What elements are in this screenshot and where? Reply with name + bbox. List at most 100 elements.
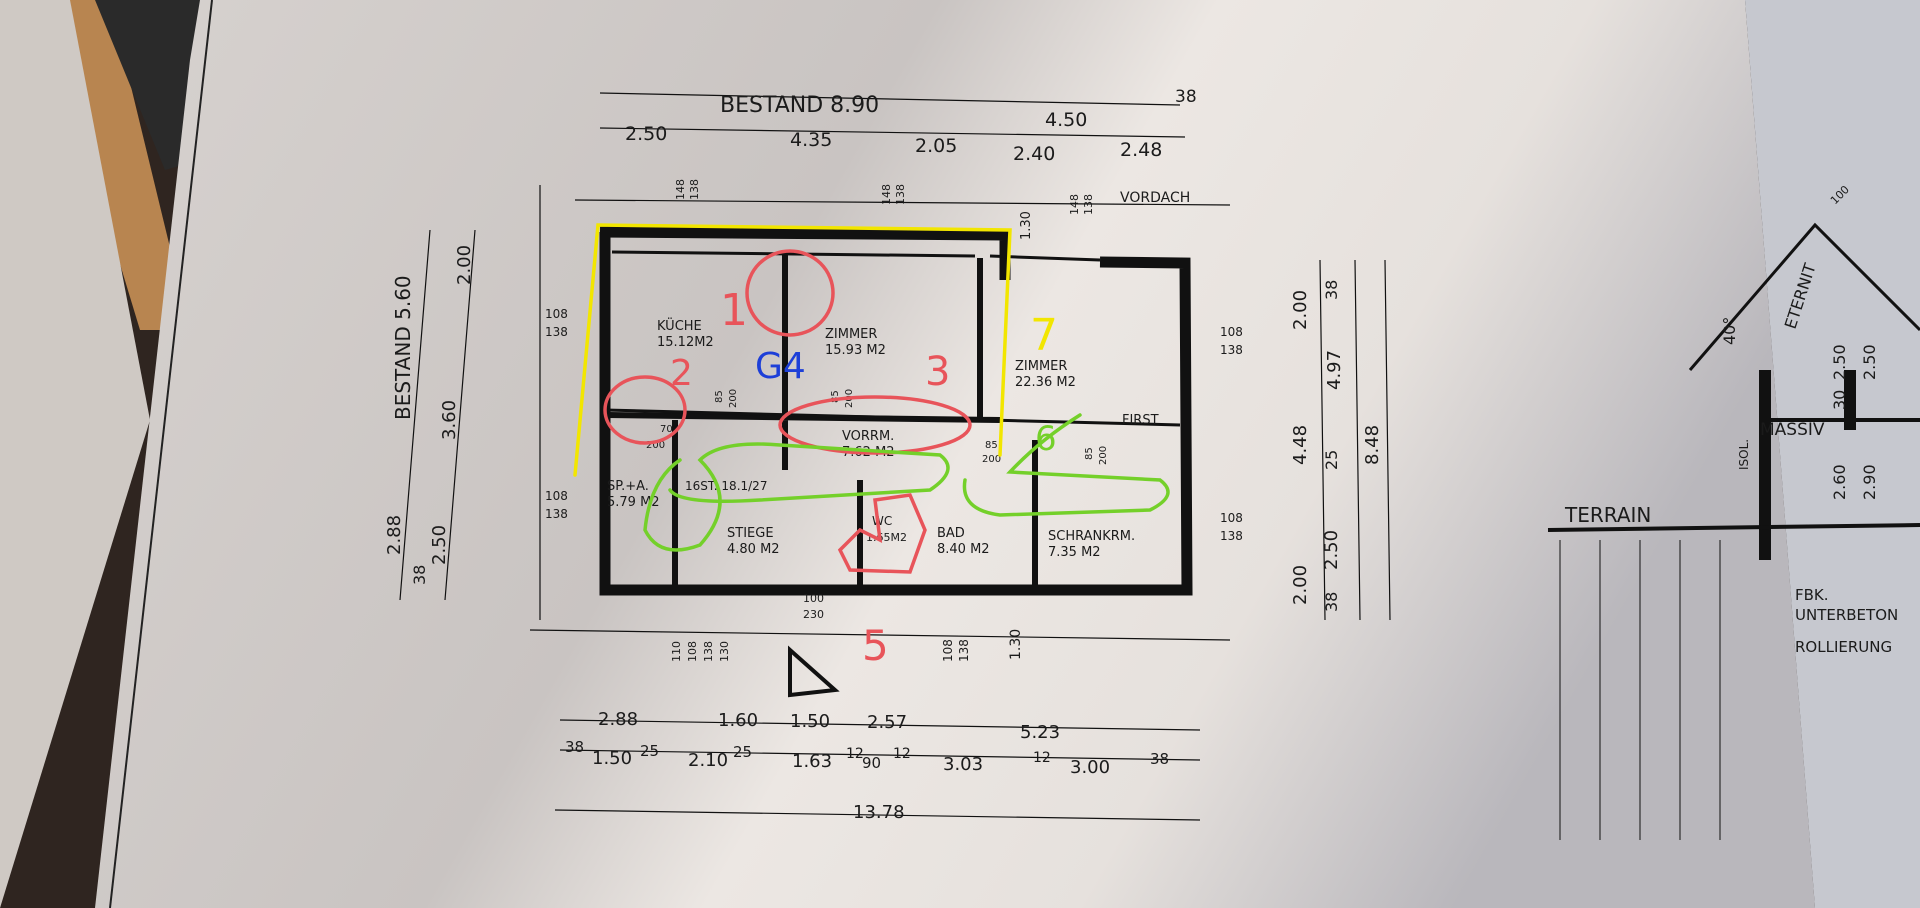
annotation-7: 7: [1030, 310, 1058, 361]
svg-text:4.97: 4.97: [1324, 350, 1345, 390]
svg-text:2.90: 2.90: [1860, 464, 1879, 500]
dim-window: 148: [880, 184, 893, 205]
red-shape-5: [837, 493, 927, 574]
svg-text:25: 25: [733, 743, 752, 761]
room-area: 5.79 M2: [607, 495, 660, 510]
svg-text:12: 12: [1033, 750, 1051, 766]
section-drawing: [1547, 222, 1920, 840]
dim-sill: 138: [545, 507, 568, 521]
svg-text:2.10: 2.10: [688, 750, 728, 771]
room-area: 4.80 M2: [727, 542, 780, 557]
svg-text:108: 108: [941, 639, 955, 662]
door-dim: 200: [1098, 446, 1109, 465]
svg-text:138: 138: [702, 641, 715, 662]
plan-paper: [95, 0, 1815, 908]
room-kueche: KÜCHE 15.12M2: [657, 317, 714, 350]
room-name: SP.+A.: [607, 479, 649, 494]
svg-text:ISOL.: ISOL.: [1737, 439, 1751, 470]
svg-text:2.50: 2.50: [1860, 344, 1879, 380]
room-area: 15.93 M2: [825, 343, 886, 358]
svg-text:1.63: 1.63: [792, 751, 832, 772]
dim-left: 2.88: [384, 515, 405, 555]
svg-text:UNTERBETON: UNTERBETON: [1795, 606, 1898, 624]
room-area: 8.40 M2: [937, 542, 990, 557]
svg-text:4.48: 4.48: [1290, 425, 1311, 465]
annotation-6: 6: [1035, 419, 1057, 459]
door-dim: 85: [1084, 447, 1095, 460]
svg-text:3.03: 3.03: [943, 754, 983, 775]
svg-text:30: 30: [1830, 390, 1849, 410]
room-name: VORRM.: [842, 429, 894, 444]
svg-text:2.57: 2.57: [867, 712, 907, 733]
room-name: BAD: [937, 526, 965, 541]
svg-text:108: 108: [686, 641, 699, 662]
dim-sill: 138: [1220, 529, 1243, 543]
door-dim: 230: [803, 608, 824, 621]
svg-text:38: 38: [1150, 750, 1169, 768]
svg-text:25: 25: [640, 742, 659, 760]
dim-left: 2.50: [429, 525, 450, 565]
dim-sill: 138: [1220, 343, 1243, 357]
door-dim: 200: [728, 389, 739, 408]
svg-text:1.60: 1.60: [718, 710, 758, 731]
door-dim: 200: [982, 454, 1001, 465]
door-dim: 100: [803, 592, 824, 605]
svg-text:2.00: 2.00: [1290, 565, 1311, 605]
second-sheet: [1745, 0, 1920, 908]
green-loop-stairs: [643, 442, 950, 552]
door-dim: 85: [985, 440, 998, 451]
door-dim: 200: [646, 440, 665, 451]
room-bad: BAD 8.40 M2: [937, 526, 990, 557]
svg-text:2.50: 2.50: [1830, 344, 1849, 380]
svg-text:2.60: 2.60: [1830, 464, 1849, 500]
yellow-outline: [573, 223, 1012, 477]
dim-top: 2.05: [915, 135, 957, 157]
svg-text:8.48: 8.48: [1362, 425, 1383, 465]
room-stiege: STIEGE 4.80 M2: [727, 526, 780, 557]
room-name: STIEGE: [727, 526, 774, 541]
svg-text:2.00: 2.00: [1290, 290, 1311, 330]
svg-text:1.50: 1.50: [790, 711, 830, 732]
annotation-g4: G4: [755, 346, 806, 387]
dim-top: 2.48: [1120, 139, 1162, 161]
svg-text:110: 110: [670, 641, 683, 662]
red-circle-2: [603, 375, 687, 445]
dim-window: 148: [1068, 194, 1081, 215]
dim-left: 2.00: [454, 245, 475, 285]
dim-top: 4.35: [790, 129, 832, 151]
label-first: FIRST: [1122, 413, 1159, 428]
svg-text:25: 25: [1322, 450, 1341, 470]
svg-text:40°: 40°: [1720, 317, 1739, 345]
annotation-5: 5: [862, 621, 889, 670]
svg-text:3.00: 3.00: [1070, 757, 1110, 778]
dim-top: 2.40: [1013, 143, 1055, 165]
red-circle-1: [745, 249, 835, 337]
dim-window: 138: [1082, 194, 1095, 215]
dim-sill: 108: [545, 489, 568, 503]
annotation-2: 2: [670, 353, 693, 394]
green-loop-right: [962, 413, 1170, 517]
svg-text:MASSIV: MASSIV: [1760, 420, 1825, 440]
room-name: KÜCHE: [657, 317, 702, 334]
room-name: SCHRANKRM.: [1048, 529, 1135, 544]
dim-top: 2.50: [625, 123, 667, 145]
bottom-dims: 2.88 1.60 1.50 2.57 5.23 38 1.50 25 2.10…: [565, 629, 1169, 823]
svg-text:38: 38: [1322, 280, 1341, 300]
svg-text:ROLLIERUNG: ROLLIERUNG: [1795, 638, 1892, 656]
svg-text:38: 38: [565, 738, 584, 756]
svg-text:130: 130: [718, 641, 731, 662]
label-vordach: VORDACH: [1120, 190, 1190, 206]
svg-text:90: 90: [862, 754, 881, 772]
dim-bestand-890: BESTAND 8.90: [720, 93, 879, 118]
svg-text:1.30: 1.30: [1008, 629, 1024, 660]
svg-text:12: 12: [846, 746, 864, 762]
dim-sill: 108: [1220, 325, 1243, 339]
svg-text:FBK.: FBK.: [1795, 586, 1829, 604]
door-dim: 70: [660, 424, 673, 435]
door-dim: 85: [714, 390, 725, 403]
stairs-note: 16ST. 18.1/27: [685, 479, 767, 493]
svg-text:5.23: 5.23: [1020, 722, 1060, 743]
room-zimmer-1: ZIMMER 15.93 M2: [825, 327, 886, 358]
room-name: WC: [872, 514, 892, 528]
